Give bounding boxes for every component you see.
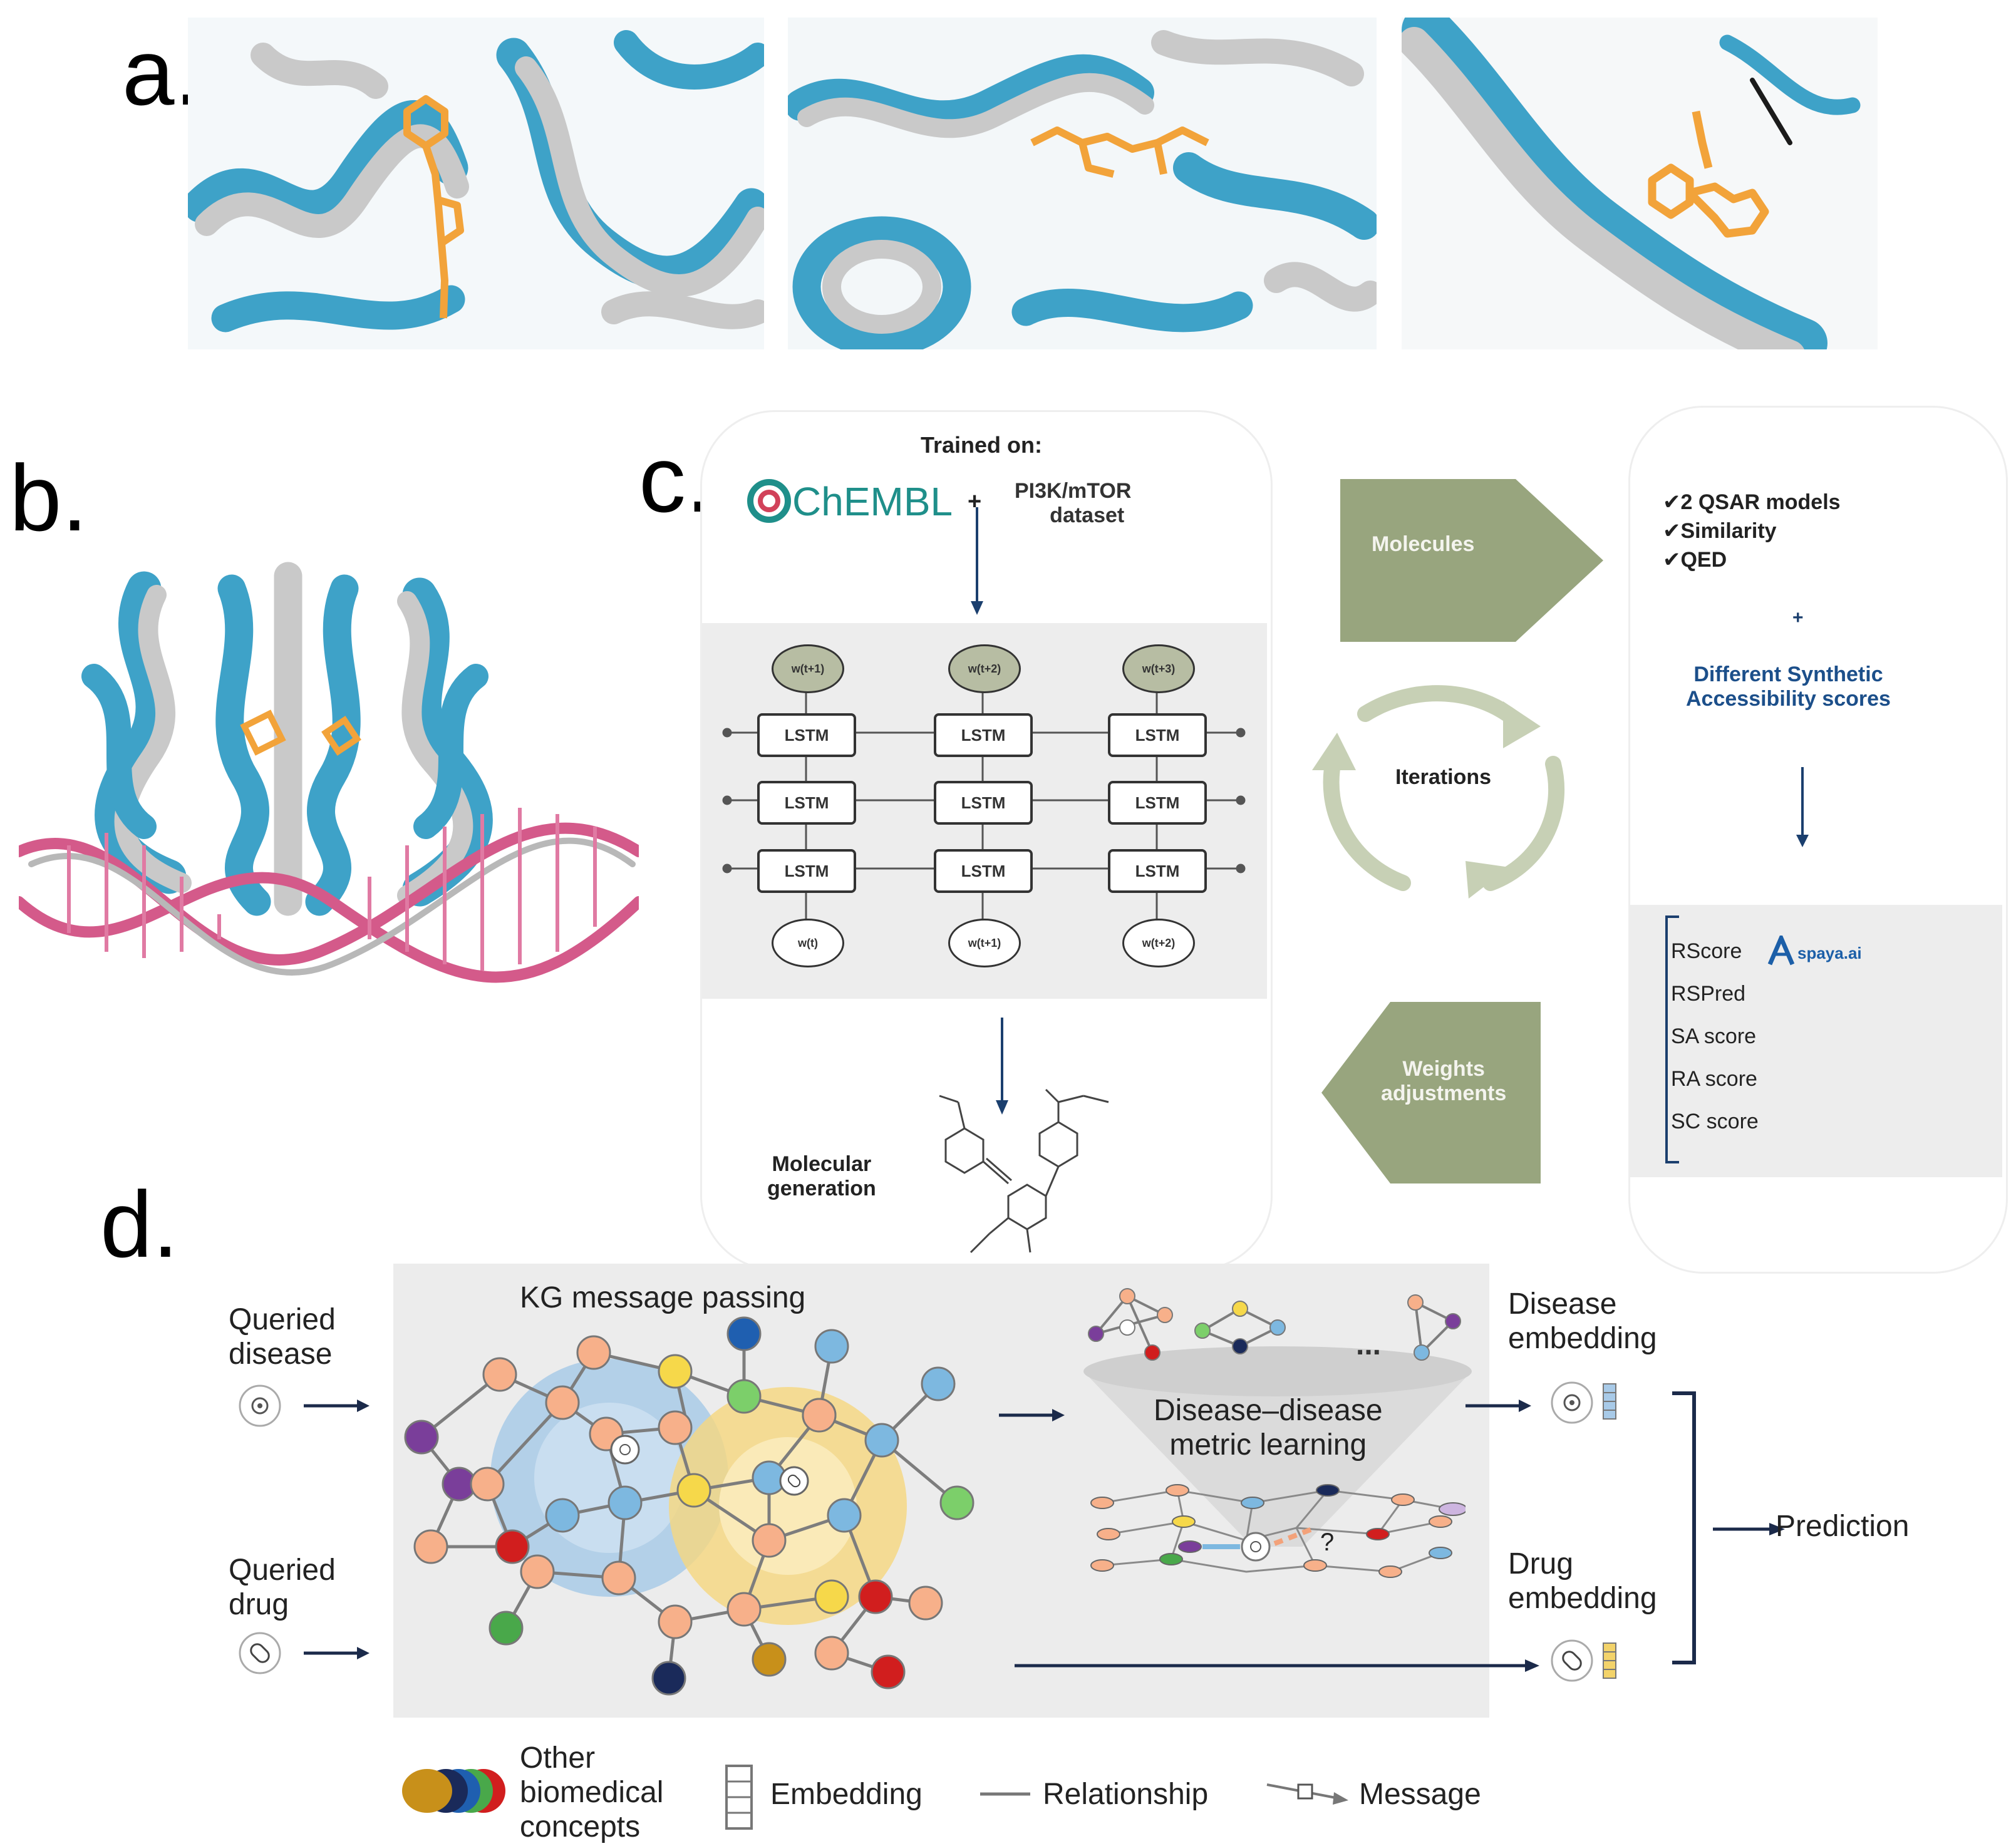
score-item: RA score [1671,1067,1757,1091]
molecules-arrow-shape [1340,479,1603,642]
protein-structure-image-1 [188,18,764,349]
plus-sign-2: + [1792,607,1804,628]
relationship-legend-label: Relationship [1043,1778,1209,1811]
lstm-cell: LSTM [934,849,1033,893]
score-item: RScore [1671,939,1742,963]
drug-embedding-icon [1551,1639,1616,1682]
protein-structure-image-2 [788,18,1377,349]
arrow-right-icon [1465,1400,1531,1412]
molecular-generation-label: Molecular generation [767,1152,876,1201]
iterations-cycle-icon [1312,685,1565,899]
panel-label-b: b. [9,445,88,550]
panel-label-a: a. [122,19,201,125]
iterations-label: Iterations [1395,765,1492,789]
lstm-cell: LSTM [934,713,1033,757]
disease-embedding-icon [1551,1381,1616,1424]
message-legend-icon [1266,1783,1348,1805]
embedding-legend-label: Embedding [770,1778,923,1811]
concepts-legend-icon [402,1769,505,1813]
weights-adjustments-label: Weights adjustments [1381,1057,1507,1106]
output-node-1: w(t+1) [772,644,844,693]
weights-arrow-shape [1321,1002,1541,1183]
input-node-3: w(t+2) [1122,919,1195,967]
lstm-cell: LSTM [1108,713,1207,757]
drug-arrow-line [1015,1659,1539,1672]
prediction-label: Prediction [1776,1510,1910,1543]
down-arrow-icon [971,507,983,615]
synthetic-accessibility-label: Different Synthetic Accessibility scores [1686,663,1891,711]
disease-query-icon [239,1384,370,1427]
score-item: SA score [1671,1024,1757,1048]
metric-learning-funnel [1083,1288,1472,1547]
lstm-cell: LSTM [1108,849,1207,893]
concepts-legend-label: Other biomedical concepts [520,1741,664,1844]
disease-embedding-label: Disease embedding [1508,1287,1657,1356]
spaya-logo-icon [1767,936,1795,966]
down-arrow-icon [1796,767,1809,847]
lstm-cell: LSTM [757,713,856,757]
protein-structure-image-3 [1402,18,1878,349]
molecule-structure-icon [939,1088,1109,1254]
score-item: SC score [1671,1110,1759,1133]
lstm-cell: LSTM [1108,781,1207,825]
panel-label-d: d. [100,1172,179,1277]
lstm-cell: LSTM [757,849,856,893]
lstm-cell: LSTM [934,781,1033,825]
scores-band [1630,905,2002,1177]
chembl-logo-icon [747,479,791,523]
merge-bracket [1672,1391,1785,1664]
output-node-3: w(t+3) [1122,644,1195,693]
down-arrow-icon [996,1018,1008,1115]
lstm-cell: LSTM [757,781,856,825]
metric-learning-label: Disease–disease metric learning [1154,1394,1383,1462]
knowledge-graph [404,1316,974,1696]
trained-on-label: Trained on: [921,432,1043,458]
molecules-arrow-label: Molecules [1372,532,1475,556]
protein-dna-complex-image [19,562,639,983]
queried-drug-label: Queried drug [229,1554,336,1622]
queried-disease-label: Queried disease [229,1303,336,1371]
score-item: RSPred [1671,982,1746,1006]
panel-label-c: c. [639,426,712,532]
message-legend-label: Message [1359,1778,1481,1811]
disease-graph-plane [1090,1484,1465,1578]
drug-query-icon [239,1632,370,1674]
spaya-label: spaya.ai [1797,944,1862,962]
relationship-legend-icon [980,1792,1030,1796]
question-mark: ? [1320,1529,1335,1556]
chembl-label: ChEMBL [792,479,953,524]
dataset-label: PI3K/mTOR dataset [1015,479,1132,528]
arrow-right-icon [999,1409,1065,1421]
scores-bracket [1665,915,1679,1163]
output-node-2: w(t+2) [948,644,1021,693]
ellipsis-label: ... [1356,1328,1382,1361]
embedding-legend-icon [725,1765,753,1830]
drug-embedding-label: Drug embedding [1508,1547,1657,1616]
input-node-1: w(t) [772,919,844,967]
input-node-2: w(t+1) [948,919,1021,967]
checks-list: ✔2 QSAR models ✔Similarity ✔QED [1663,490,1841,572]
kg-message-passing-title: KG message passing [520,1281,806,1314]
